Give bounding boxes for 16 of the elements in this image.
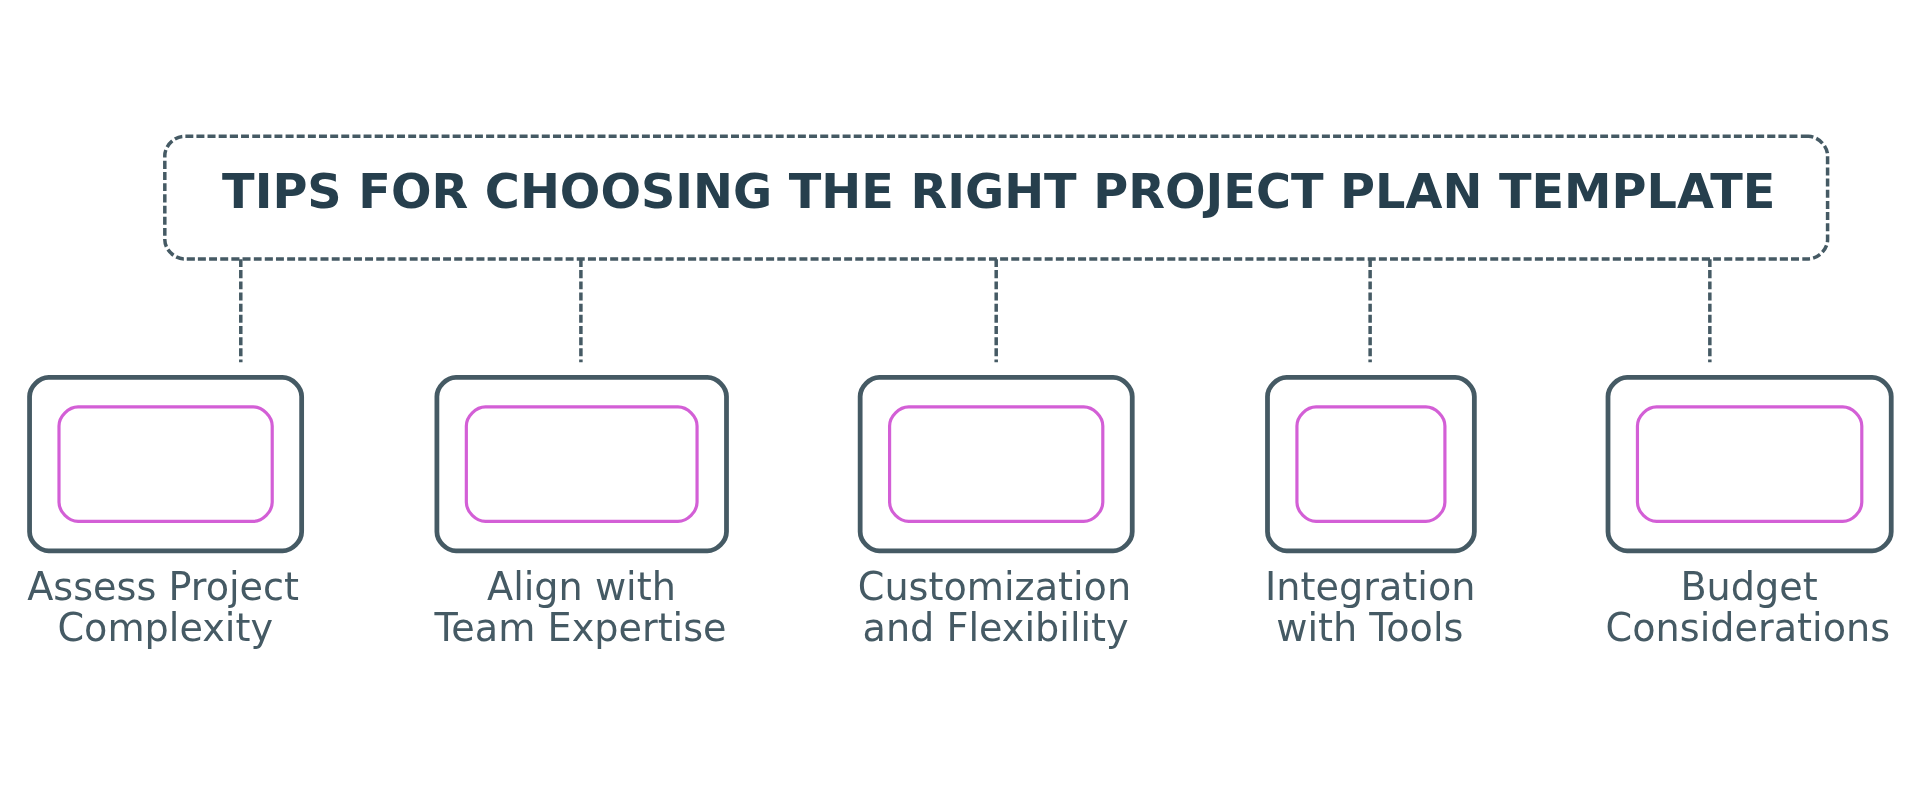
connector [579, 258, 583, 362]
connector [239, 258, 243, 362]
node-picture [27, 374, 305, 553]
node-picture [857, 374, 1135, 553]
node-label: Customization and Flexibility [857, 564, 1132, 650]
node-label: Budget Considerations [1605, 564, 1891, 650]
node-box: TIPS FOR CHOOSING THE RIGHT PROJECT PLAN TEMPLATE [163, 134, 1830, 261]
node-picture [434, 374, 729, 553]
connector [1368, 258, 1372, 362]
node-label: Align with Team Expertise [434, 564, 727, 650]
connector [1708, 258, 1712, 362]
node-label: Assess Project Complexity [27, 564, 300, 650]
node-label: Integration with Tools [1265, 564, 1476, 650]
node-picture [1265, 374, 1477, 553]
connector [994, 258, 998, 362]
node-picture [1605, 374, 1894, 553]
